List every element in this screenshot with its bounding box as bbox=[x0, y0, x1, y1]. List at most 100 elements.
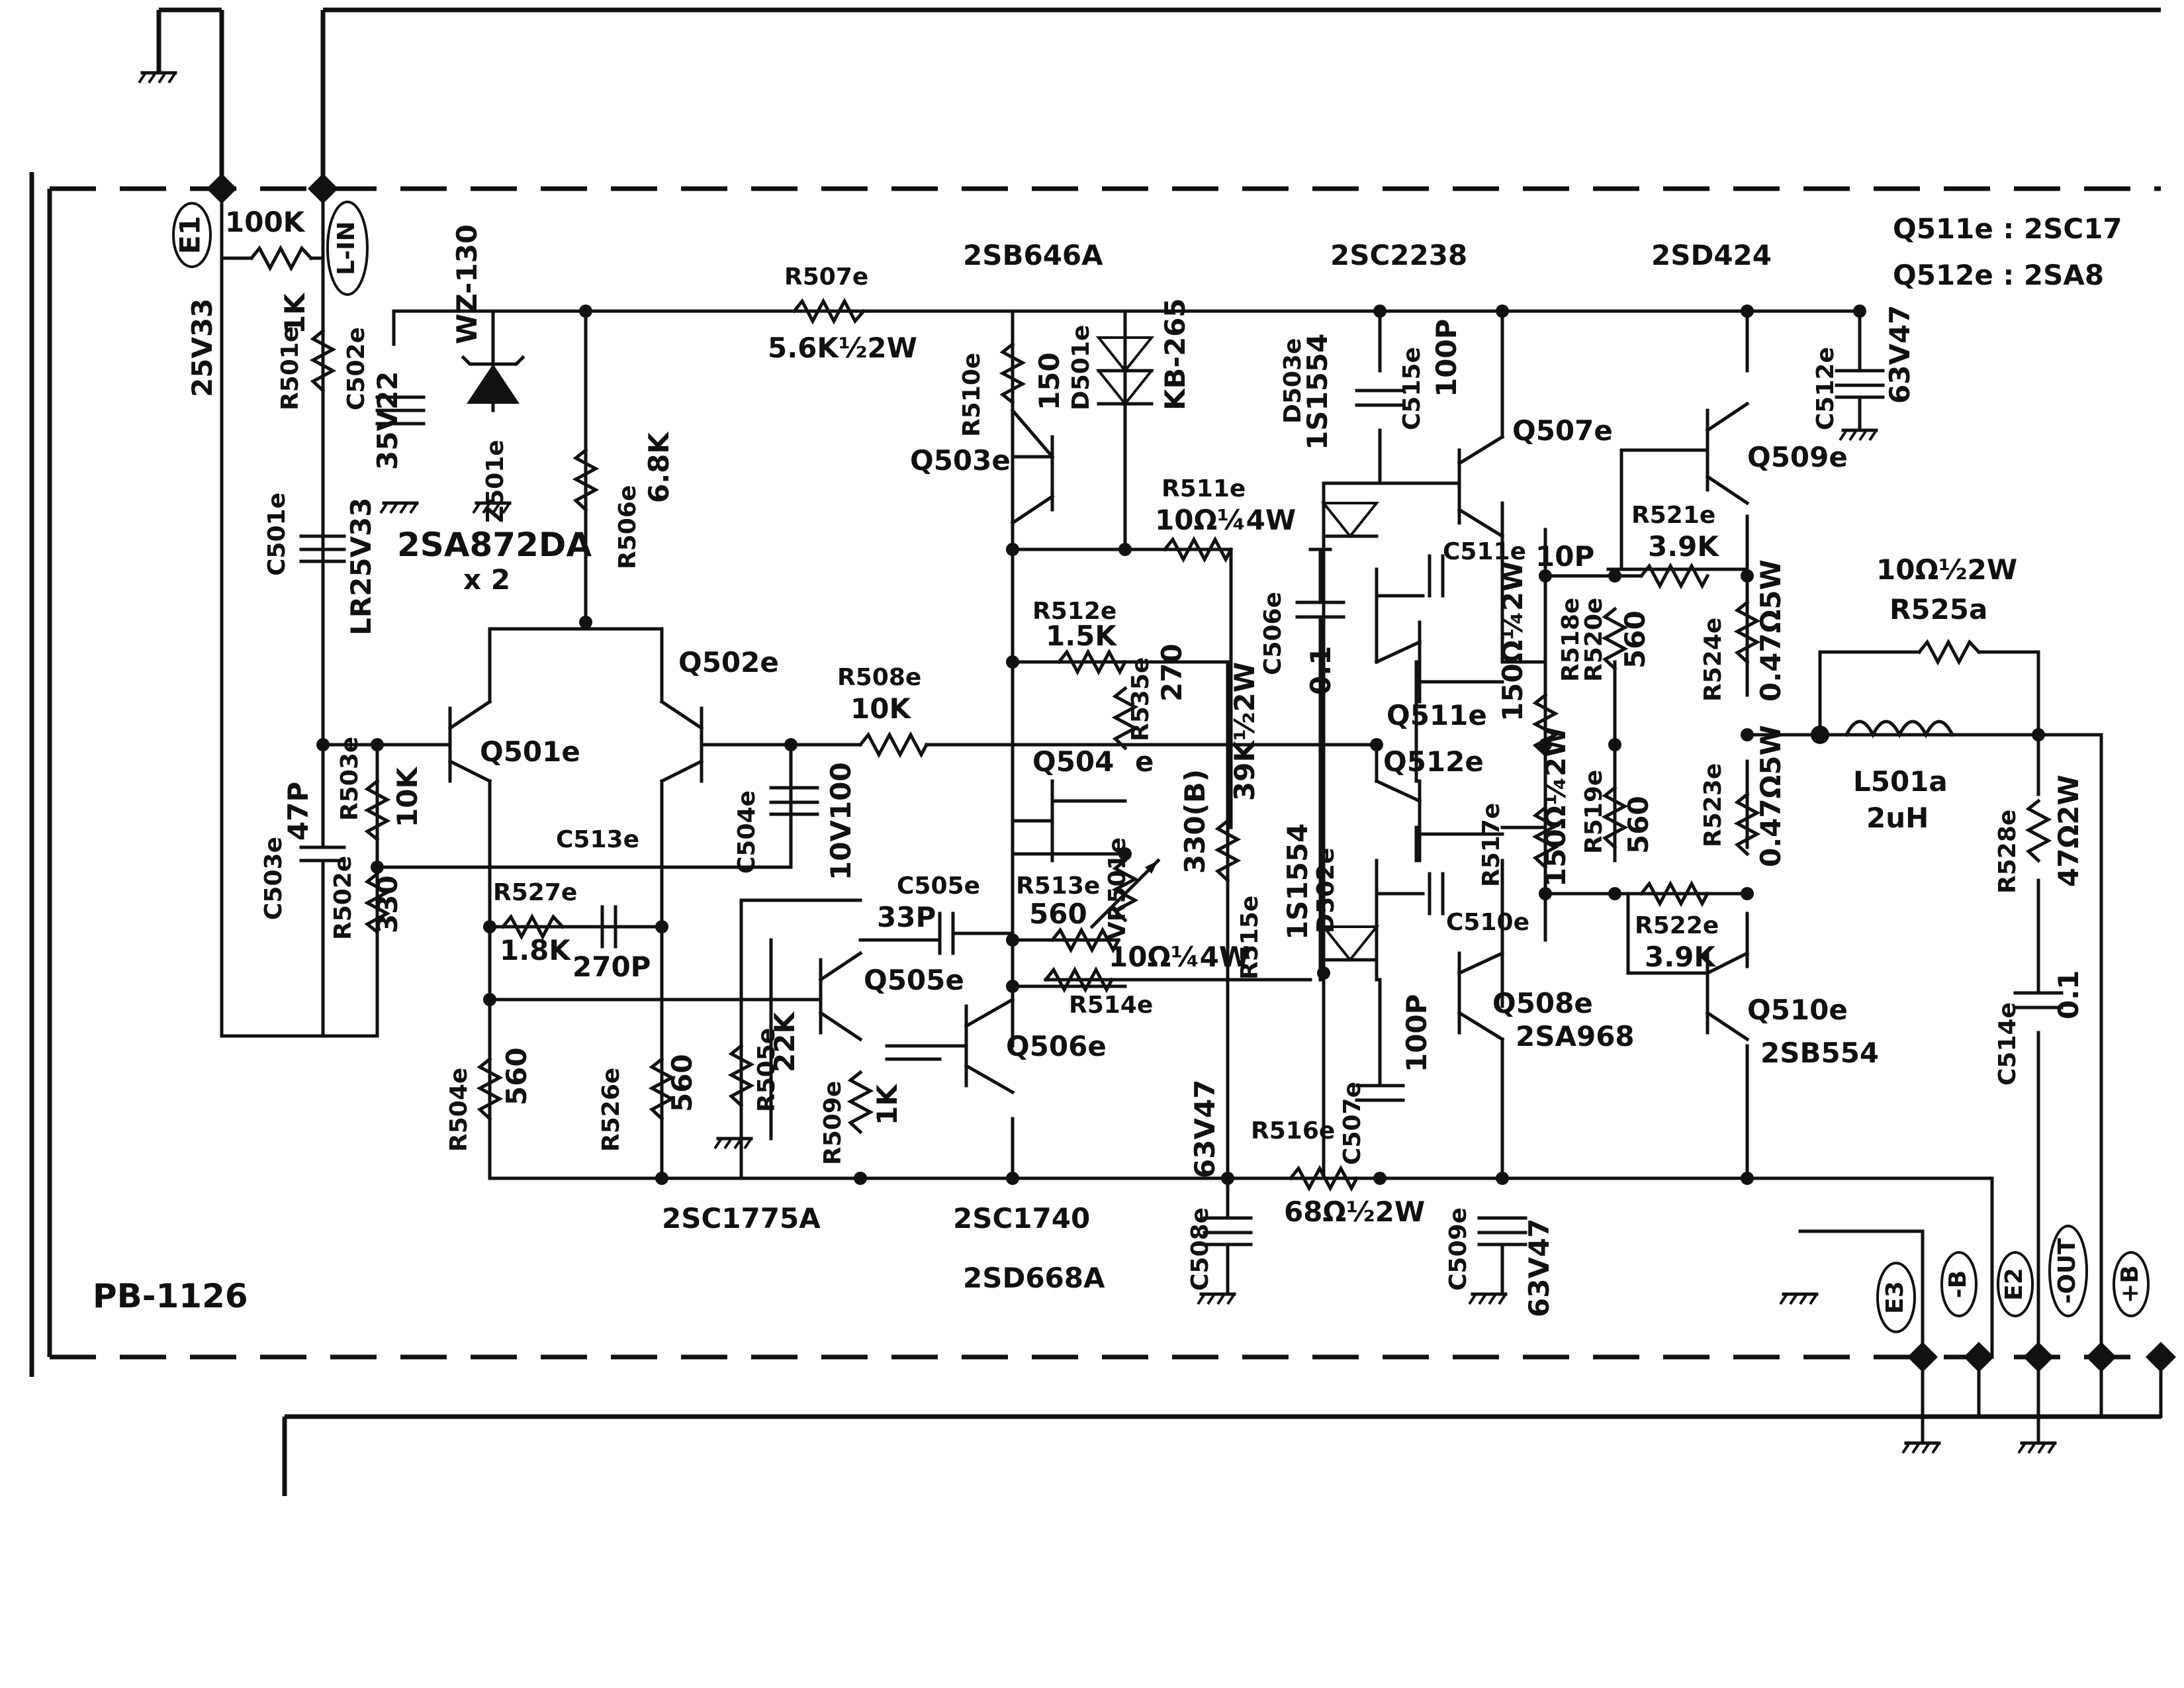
diode-symbols bbox=[461, 336, 1380, 962]
r513-ref: R513e bbox=[1016, 872, 1100, 900]
r511-ref: R511e bbox=[1161, 475, 1246, 502]
header-note-line2: Q512e : 2SA8 bbox=[1893, 259, 2104, 291]
capacitor-c514 bbox=[2013, 991, 2064, 1009]
c501-ref: C501e bbox=[263, 492, 291, 576]
pair-part: 2SA872DA bbox=[397, 526, 592, 564]
c512-ref: C512e bbox=[1812, 347, 1839, 430]
r514-value: 10Ω¼4W bbox=[1109, 941, 1250, 973]
terminal-e2: E2 bbox=[1997, 1251, 2034, 1317]
r513-value: 560 bbox=[1029, 898, 1087, 930]
q508-part: 2SA968 bbox=[1516, 1020, 1635, 1053]
resistor-r509 bbox=[846, 1070, 874, 1135]
resistor-r507 bbox=[792, 297, 866, 325]
c513-ref: C513e bbox=[556, 826, 639, 853]
r509-ref: R509e bbox=[819, 1081, 846, 1165]
ground-icon bbox=[472, 501, 512, 514]
c508-ref: C508e bbox=[1187, 1207, 1214, 1291]
r504-value: 560 bbox=[500, 1047, 533, 1105]
q506-ref: Q506e bbox=[1006, 1030, 1107, 1062]
capacitor-c501 bbox=[299, 534, 346, 563]
resistor-r504 bbox=[476, 1056, 504, 1121]
capacitor-c505 bbox=[938, 912, 1015, 955]
c514-value: 0.1 bbox=[2052, 970, 2085, 1019]
resistor-r527 bbox=[500, 913, 565, 941]
q501-ref: Q501e bbox=[480, 735, 580, 768]
c514-ref: C514e bbox=[1994, 1002, 2021, 1086]
q508-ref: Q508e bbox=[1492, 987, 1593, 1019]
r502-ref: R502e bbox=[330, 856, 357, 940]
input-resistor-value: 100K bbox=[225, 206, 306, 238]
terminal-e3-label: E3 bbox=[1882, 1281, 1909, 1314]
c505-ref: C505e bbox=[897, 872, 980, 900]
r503-ref: R503e bbox=[336, 737, 363, 821]
r519-ref: R519e bbox=[1580, 770, 1608, 854]
header-note-line1: Q511e : 2SC17 bbox=[1893, 212, 2122, 245]
resistor-r506 bbox=[572, 447, 600, 512]
resistor-r513 bbox=[1050, 926, 1121, 954]
terminal-plus-b-label: +B bbox=[2116, 1265, 2144, 1303]
resistor-r514 bbox=[1043, 966, 1115, 994]
c506-ref: C506e bbox=[1259, 592, 1287, 675]
transistor-q511 bbox=[1374, 620, 1504, 704]
r527-ref: R527e bbox=[493, 879, 577, 906]
r512-value: 1.5K bbox=[1046, 620, 1117, 652]
q503-part: 2SB646A bbox=[963, 239, 1103, 271]
junction-dots bbox=[316, 305, 2045, 1185]
r518-value: 150Ω¼2W bbox=[1496, 561, 1529, 722]
r501-value: 1K bbox=[279, 293, 311, 334]
resistor-r528 bbox=[2025, 798, 2052, 863]
r515-ref: R515e bbox=[1236, 896, 1263, 980]
resistor-r524 bbox=[1733, 600, 1761, 665]
q503-ref: Q503e bbox=[910, 444, 1011, 477]
q510-part: 2SB554 bbox=[1760, 1037, 1879, 1069]
capacitor-c510 bbox=[1428, 872, 1445, 915]
diode-d501 bbox=[1095, 336, 1155, 406]
resistor-r523 bbox=[1733, 792, 1761, 857]
resistor-r535 bbox=[1111, 686, 1139, 751]
capacitor-c515 bbox=[1355, 389, 1405, 407]
variable-resistor-vr501 bbox=[1089, 858, 1161, 929]
r517-ref: R517e bbox=[1478, 803, 1505, 887]
resistor-r521 bbox=[1639, 562, 1710, 590]
r525-ref: R525a bbox=[1889, 593, 1987, 626]
r516-value: 68Ω½2W bbox=[1284, 1196, 1425, 1228]
transistor-q505 bbox=[769, 951, 863, 1042]
resistor-r517 bbox=[1531, 692, 1559, 757]
r501-ref: R501e bbox=[277, 326, 304, 410]
r523-value: 0.47Ω5W bbox=[1754, 725, 1787, 867]
resistor-r512 bbox=[1056, 648, 1128, 676]
transistor-q503 bbox=[1010, 408, 1055, 526]
resistor-r505 bbox=[727, 1043, 755, 1108]
l501-ref: L501a bbox=[1853, 765, 1948, 798]
r505-ref: R505e bbox=[753, 1028, 780, 1112]
capacitor-c509 bbox=[1477, 1216, 1527, 1296]
r528-value: 47Ω2W bbox=[2052, 774, 2085, 887]
r508-ref: R508e bbox=[837, 664, 921, 691]
z501-part: WZ-130 bbox=[451, 224, 483, 344]
c502-ref: C502e bbox=[343, 327, 370, 410]
diode-d502 bbox=[1320, 925, 1380, 962]
terminal-minus-b-label: -B bbox=[1944, 1270, 1972, 1298]
terminal-e1-label: E1 bbox=[174, 216, 206, 254]
c507-ref: C507e bbox=[1339, 1082, 1366, 1165]
capacitor-c503 bbox=[299, 743, 346, 1038]
c515-ref: C515e bbox=[1398, 347, 1426, 430]
resistor-r511 bbox=[1162, 536, 1234, 563]
resistor-r510 bbox=[999, 342, 1026, 405]
c503-ref: C503e bbox=[260, 837, 287, 920]
transistor-q510 bbox=[1692, 951, 1750, 1042]
r526-ref: R526e bbox=[598, 1068, 625, 1152]
r514-ref: R514e bbox=[1069, 992, 1153, 1019]
resistor-r518 bbox=[1531, 805, 1559, 870]
c504-ref: C504e bbox=[733, 790, 760, 874]
d501-ref: D501e bbox=[1068, 325, 1095, 410]
r524-value: 0.47Ω5W bbox=[1754, 559, 1787, 702]
r527-value: 1.8K bbox=[500, 934, 571, 966]
r511-value: 10Ω¼4W bbox=[1155, 504, 1296, 536]
terminal-minus-b: -B bbox=[1940, 1251, 1978, 1317]
zener-z501 bbox=[461, 355, 525, 404]
c510-ref: C510e bbox=[1446, 909, 1529, 936]
q509-part: 2SD424 bbox=[1651, 239, 1772, 271]
transistor-q501 bbox=[422, 699, 492, 784]
